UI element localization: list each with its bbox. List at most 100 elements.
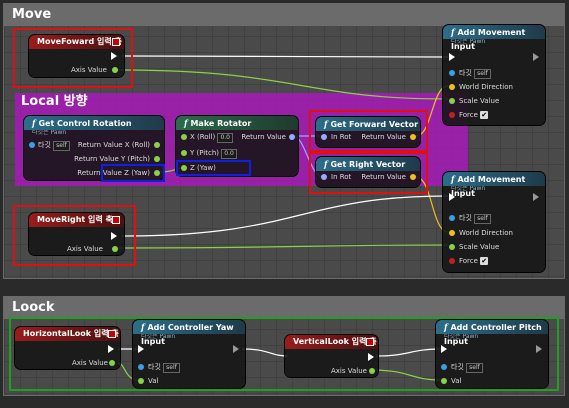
axis-value-label: Axis Value [72, 359, 108, 367]
node-subtitle: 타깃은 Pawn [32, 129, 67, 136]
exec-input-pin[interactable] [449, 193, 455, 201]
return-value-label: Return Value [361, 173, 406, 181]
x-roll-default[interactable]: 0.0 [217, 133, 233, 143]
y-pitch-pin[interactable] [181, 150, 187, 156]
z-yaw-pin[interactable] [181, 165, 187, 171]
force-text: Force [459, 257, 478, 265]
return-value-pin[interactable] [410, 134, 416, 140]
comment-title: Local 방향 [21, 94, 88, 109]
vertical-look-event-node[interactable]: VerticalLook 입력 축 Axis Value [285, 335, 378, 377]
in-rot-pin[interactable] [321, 174, 327, 180]
scale-value-label: Scale Value [459, 97, 500, 105]
exec-output-pin[interactable] [368, 353, 374, 361]
val-label: Val [451, 377, 462, 385]
move-right-event-node[interactable]: MoveRight 입력 축 Axis Value [29, 213, 124, 255]
return-y-pin[interactable] [154, 156, 160, 162]
target-pin[interactable] [449, 70, 455, 76]
world-direction-label: World Direction [459, 83, 513, 91]
force-text: Force [459, 111, 478, 119]
exec-input-pin[interactable] [138, 345, 144, 353]
scale-value-label: Scale Value [459, 243, 500, 251]
function-icon: f [32, 118, 36, 128]
node-title: Get Right Vector [330, 160, 406, 169]
target-pin[interactable] [138, 364, 144, 370]
return-value-label: Return Value [361, 133, 406, 141]
axis-value-pin[interactable] [109, 360, 115, 366]
exec-input-pin[interactable] [441, 345, 447, 353]
horizontal-look-event-node[interactable]: HorizontalLook 입력 축 Axis Value [15, 327, 120, 369]
exec-output-pin[interactable] [111, 232, 117, 240]
exec-input-pin[interactable] [449, 53, 455, 61]
node-header: VerticalLook 입력 축 [285, 335, 378, 349]
force-checkbox[interactable]: ✔ [480, 111, 489, 119]
target-text: 타깃 [148, 363, 161, 371]
axis-value-pin[interactable] [369, 368, 375, 374]
return-z-highlight [101, 164, 165, 182]
target-pin[interactable] [449, 215, 455, 221]
return-z-pin[interactable] [154, 170, 160, 176]
x-roll-text: X (Roll) [190, 133, 216, 141]
node-title: Get Control Rotation [38, 119, 132, 128]
exec-output-pin[interactable] [533, 53, 539, 61]
node-title: Add Controller Yaw Input [141, 323, 234, 346]
axis-value-label: Axis Value [67, 245, 103, 253]
node-subtitle: 타깃은 Pawn [436, 333, 548, 341]
return-x-pin[interactable] [154, 142, 160, 148]
move-forward-event-node[interactable]: MoveFoward 입력 축 Axis Value [29, 35, 124, 77]
target-self-box[interactable]: self [474, 69, 491, 79]
function-icon: f [184, 118, 188, 128]
target-self-box[interactable]: self [53, 141, 70, 151]
event-indicator-icon [108, 330, 116, 338]
axis-value-pin[interactable] [112, 67, 118, 73]
in-rot-label: In Rot [331, 133, 352, 141]
val-pin[interactable] [138, 378, 144, 384]
force-checkbox[interactable]: ✔ [480, 257, 489, 265]
look-highlight [9, 317, 559, 391]
target-self-box[interactable]: self [466, 363, 483, 373]
target-pin[interactable] [29, 142, 35, 148]
in-rot-label: In Rot [331, 173, 352, 181]
target-self-box[interactable]: self [474, 214, 491, 224]
world-direction-pin[interactable] [449, 230, 455, 236]
world-direction-pin[interactable] [449, 84, 455, 90]
axis-value-label: Axis Value [71, 66, 107, 74]
node-subtitle: 타깃은 Pawn [443, 185, 545, 193]
exec-output-pin[interactable] [533, 193, 539, 201]
force-pin[interactable] [449, 112, 455, 118]
scale-value-pin[interactable] [449, 98, 455, 104]
y-pitch-default[interactable]: 0.0 [221, 149, 237, 159]
return-value-pin[interactable] [289, 134, 295, 140]
scale-value-pin[interactable] [449, 244, 455, 250]
node-title: Add Movement Input [451, 175, 526, 198]
exec-output-pin[interactable] [108, 345, 114, 353]
return-value-pin[interactable] [410, 174, 416, 180]
force-pin[interactable] [449, 258, 455, 264]
target-label: 타깃 self [38, 140, 70, 151]
axis-value-pin[interactable] [112, 246, 118, 252]
node-header: MoveRight 입력 축 [29, 213, 124, 227]
target-pin[interactable] [441, 364, 447, 370]
in-rot-pin[interactable] [321, 134, 327, 140]
x-roll-label: X (Roll) 0.0 [190, 132, 233, 143]
node-title: Make Rotator [190, 119, 252, 128]
val-pin[interactable] [441, 378, 447, 384]
target-self-box[interactable]: self [163, 363, 180, 373]
return-z-label: Return Value Z (Yaw) [77, 169, 150, 177]
node-title: HorizontalLook 입력 축 [23, 329, 119, 338]
exec-output-pin[interactable] [536, 345, 542, 353]
x-roll-pin[interactable] [181, 134, 187, 140]
exec-output-pin[interactable] [233, 345, 239, 353]
exec-output-pin[interactable] [111, 52, 117, 60]
function-icon: f [444, 322, 448, 332]
target-text: 타깃 [459, 69, 472, 77]
